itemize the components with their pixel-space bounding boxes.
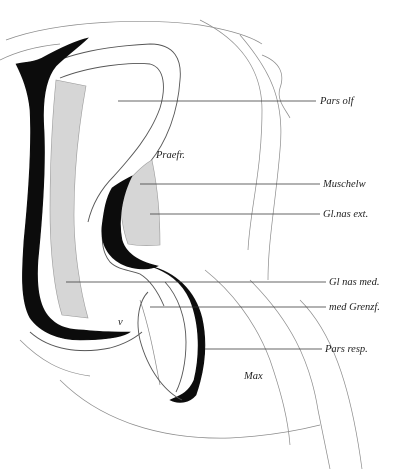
bottom-left-contour — [20, 340, 90, 376]
pars-resp-inner-outline — [165, 282, 186, 392]
inner-contour — [140, 300, 160, 385]
label-gl-nas-ext: Gl.nas ext. — [323, 209, 368, 220]
label-gl-nas-med: Gl nas med. — [329, 277, 379, 288]
outer-contour-1 — [200, 20, 262, 250]
lower-cartilage-curve — [150, 266, 205, 402]
label-pars-resp: Pars resp. — [324, 344, 368, 355]
lower-right-contour-3 — [300, 300, 362, 469]
top-contour — [6, 21, 262, 44]
gland-region-stipple — [120, 160, 160, 246]
outer-contour-2 — [240, 35, 281, 280]
label-max: Max — [243, 371, 263, 382]
label-med-grenzf: med Grenzf. — [329, 302, 380, 313]
label-pars-olf: Pars olf — [319, 96, 356, 107]
label-praefr: Praefr. — [155, 150, 185, 161]
label-v: v — [118, 317, 123, 328]
lower-right-contour-1 — [205, 270, 290, 445]
label-muschelw: Muschelw — [322, 179, 366, 190]
outer-contour-3 — [262, 55, 290, 118]
